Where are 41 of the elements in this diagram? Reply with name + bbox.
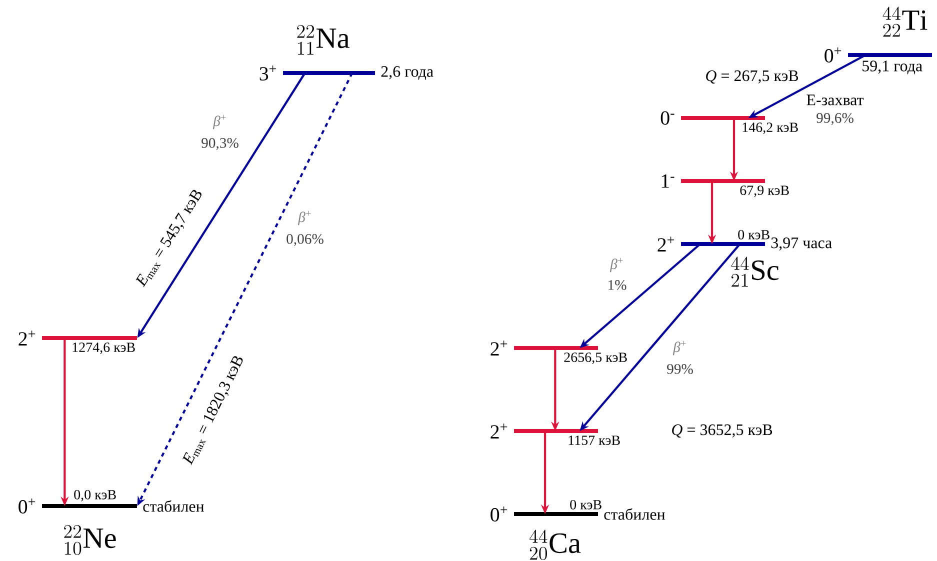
nuclide-label: ${}^{22}_{11}\mathrm{Na}$ <box>297 25 350 55</box>
spin-label: 2$^{+}$ <box>490 340 508 356</box>
branching-label: 99,6% <box>816 113 854 125</box>
nuclide-label: ${}^{22}_{10}\mathrm{Ne}$ <box>64 525 116 556</box>
spin-label: 2$^{+}$ <box>658 236 674 252</box>
half-life-label: стабилен <box>604 508 665 520</box>
decay-label: β$^{+}$ <box>298 210 311 226</box>
spin-label: 0$^{+}$ <box>490 506 508 522</box>
branching-label: 90,3% <box>202 138 238 150</box>
half-life-label: стабилен <box>143 500 204 512</box>
nuclide-label: ${}^{44}_{21}\mathrm{Sc}$ <box>731 256 779 287</box>
half-life-label: 59,1 года <box>862 60 922 74</box>
edge-label: E$_{max}$ = 1820,3 кэВ <box>180 352 248 468</box>
decay-label: β$^{+}$ <box>672 340 686 356</box>
half-life-label: 2,6 года <box>381 66 434 80</box>
branching-label: 99% <box>667 364 693 374</box>
spin-label: 0$^{+}$ <box>824 47 842 63</box>
energy-label: 1157 кэВ <box>568 436 620 445</box>
branching-label: 1% <box>608 280 626 290</box>
spin-label: 0$^{-}$ <box>660 111 674 125</box>
note-label: Q = 3652,5 кэВ <box>672 424 772 438</box>
nuclide-label: ${}^{44}_{20}\mathrm{Ca}$ <box>530 530 581 560</box>
spin-label: 1$^{-}$ <box>662 174 674 188</box>
energy-label: 0,0 кэВ <box>74 490 116 502</box>
branching-label: 0,06% <box>286 234 324 246</box>
decay-label: β$^{+}$ <box>610 258 623 272</box>
spin-label: 2$^{+}$ <box>18 330 36 346</box>
energy-label: 1274,6 кэВ <box>72 342 135 354</box>
edge-label: Q = 267,5 кэВ <box>704 69 800 85</box>
energy-label: 2656,5 кэВ <box>564 352 627 364</box>
half-life-label: 3,97 часа <box>771 237 832 251</box>
nuclide-label: ${}^{44}_{22}\mathrm{Ti}$ <box>882 6 928 37</box>
spin-label: 2$^{+}$ <box>490 424 508 438</box>
energy-label: 0 кэВ <box>570 500 602 510</box>
energy-label: 67,9 кэВ <box>740 186 789 198</box>
spin-label: 0$^{+}$ <box>18 498 36 514</box>
note-label: E-захват <box>806 94 864 106</box>
energy-label: 0 кэВ <box>738 230 770 240</box>
spin-label: 3$^{+}$ <box>260 65 276 81</box>
decay-label: β$^{+}$ <box>212 114 226 130</box>
energy-label: 146,2 кэВ <box>742 122 798 134</box>
